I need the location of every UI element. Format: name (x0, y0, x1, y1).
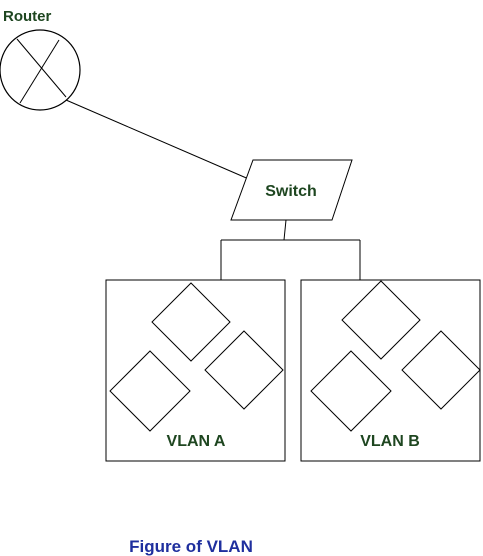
router-label: Router (3, 8, 51, 25)
host-icon (310, 350, 392, 432)
router-icon (0, 29, 81, 111)
router-switch-link (65, 99, 252, 181)
host-icon (204, 330, 284, 410)
vlan-a-label: VLAN A (167, 433, 226, 450)
vlan-b-box: VLAN B (300, 279, 481, 462)
switch-vlan-connectors (220, 219, 361, 280)
vlan-a-box: VLAN A (105, 279, 286, 462)
figure-caption: Figure of VLAN (129, 537, 253, 556)
host-icon (401, 330, 481, 410)
host-icon (109, 350, 191, 432)
host-icon (341, 280, 421, 360)
switch-node: Switch (230, 159, 353, 221)
vlan-b-label: VLAN B (360, 433, 420, 450)
host-icon (151, 282, 231, 362)
switch-label: Switch (265, 183, 317, 200)
